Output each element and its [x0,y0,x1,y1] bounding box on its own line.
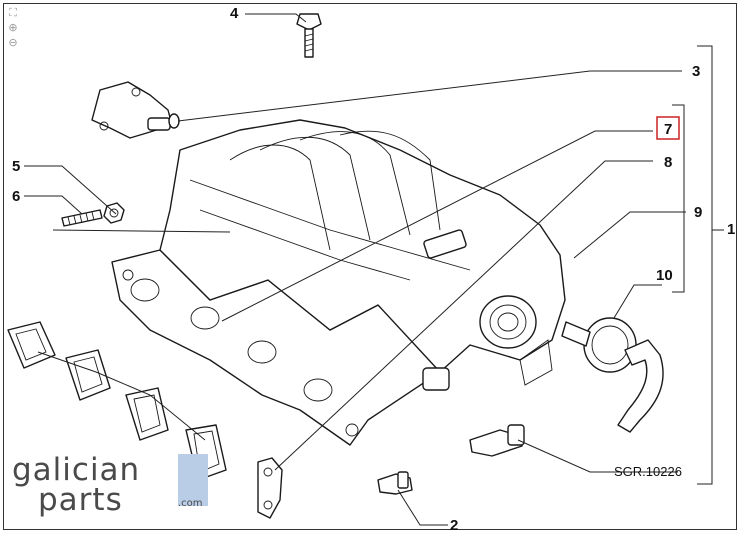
diagram-frame [3,3,737,530]
callout-3: 3 [692,63,700,80]
callout-5: 5 [12,158,20,175]
fit-icon[interactable]: ⛶ [9,6,17,19]
callout-7-highlight [656,116,680,140]
part-6-stud[interactable] [61,209,103,227]
temperature-sensor[interactable] [469,424,525,457]
galicianparts-logo: galician parts .com [12,452,208,518]
callout-4: 4 [230,5,239,22]
leader-lines [24,13,686,526]
callout-2: 2 [450,517,458,534]
part-10-breather-hose[interactable] [561,317,664,433]
viewer-toolbar: ⛶ ⊕ ⊖ [6,6,20,51]
part-3-sensor-bracket[interactable] [91,81,180,139]
callout-7[interactable]: 7 [664,121,672,138]
part-4-bolt[interactable] [296,13,322,58]
zoom-in-icon[interactable]: ⊕ [8,21,18,34]
callout-6: 6 [12,188,20,205]
bracket-1 [697,45,713,485]
part-8-gasket[interactable] [257,457,283,519]
callout-9: 9 [694,204,702,221]
callout-8: 8 [664,154,672,171]
logo-line1: galician [12,452,140,488]
part-2-screw[interactable] [377,471,413,495]
bracket-9 [672,104,685,293]
reference-code: SGR.10226 [614,464,682,479]
logo-accent [178,454,208,506]
logo-suffix: .com [178,498,203,509]
logo-line2: parts [38,482,123,518]
zoom-out-icon[interactable]: ⊖ [8,36,18,49]
intake-manifold[interactable] [111,119,566,446]
callout-1: 1 [727,221,735,238]
callout-10: 10 [656,267,673,284]
